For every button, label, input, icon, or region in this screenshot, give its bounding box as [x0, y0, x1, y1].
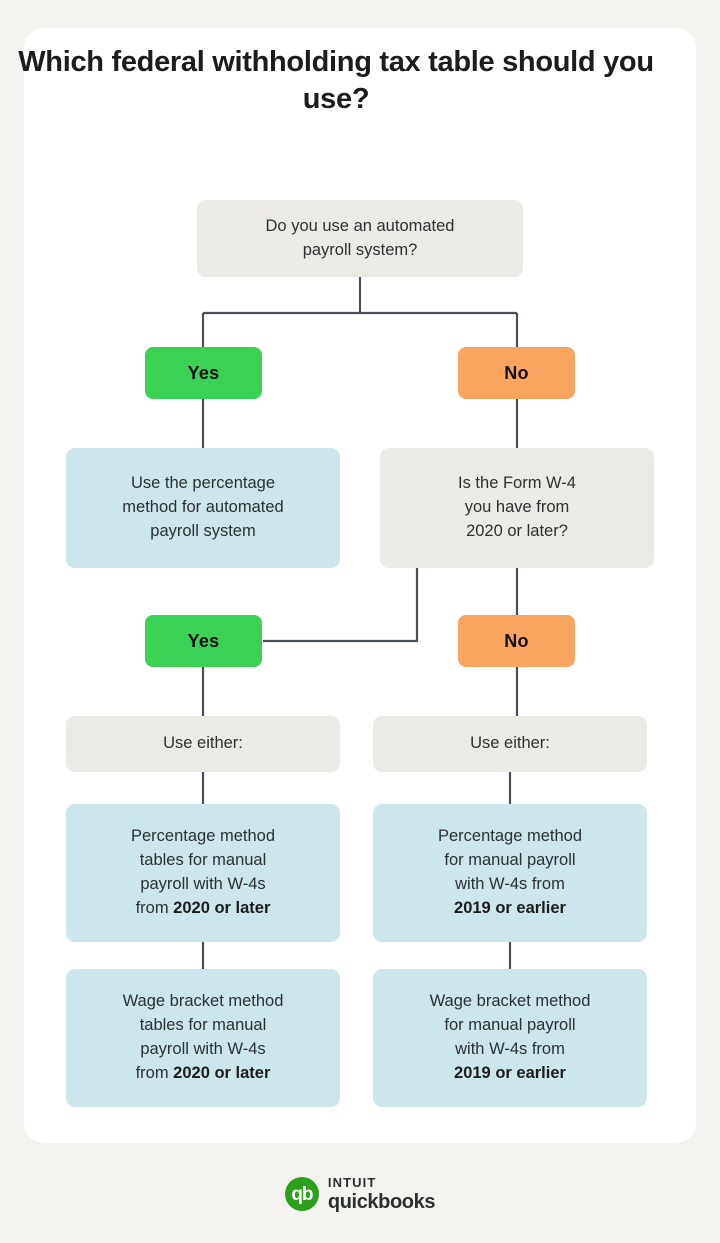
label-no-automated-payroll: No — [458, 347, 575, 399]
either-right-text: Use either: — [470, 734, 550, 753]
node-question-w4-year: Is the Form W-4 you have from 2020 or la… — [380, 448, 654, 568]
q1-line-2: payroll system? — [302, 240, 418, 259]
quickbooks-logo-icon: qb — [284, 1177, 319, 1211]
r3-line-2: tables for manual — [139, 1016, 267, 1035]
brand-wordmark: INTUIT quickbooks — [327, 1175, 436, 1213]
node-result-percentage-automated: Use the percentage method for automated … — [66, 448, 340, 568]
r3-line-3: payroll with W-4s — [140, 1040, 266, 1058]
r3-line-1: Wage bracket method — [122, 992, 284, 1011]
r4-line-4: 2019 or earlier — [438, 897, 582, 921]
node-result-percentage-2019: Percentage method for manual payroll wit… — [373, 804, 647, 942]
r5-line-4: 2019 or earlier — [430, 1062, 591, 1086]
label-no-w4-year: No — [458, 615, 575, 667]
node-result-wage-bracket-tables-2020: Wage bracket method tables for manual pa… — [66, 969, 340, 1107]
r4-line-1: Percentage method — [437, 827, 582, 846]
no2-text: No — [504, 630, 529, 651]
r2-line-1: Percentage method — [130, 827, 275, 846]
yes2-text: Yes — [187, 630, 220, 651]
qb-mark-text: qb — [291, 1183, 313, 1205]
r4-line-3: with W-4s from — [455, 875, 565, 893]
r1-line-3: payroll system — [150, 521, 256, 540]
r2-line-2: tables for manual — [139, 851, 267, 870]
r3-line-4-prefix: from — [135, 1063, 174, 1082]
node-use-either-right: Use either: — [373, 716, 647, 772]
q2-line-1: Is the Form W-4 — [458, 474, 576, 493]
intuit-wordmark: INTUIT — [327, 1175, 377, 1190]
r2-line-3: payroll with W-4s — [140, 875, 266, 893]
r5-line-3: with W-4s from — [455, 1040, 565, 1058]
yes1-text: Yes — [187, 362, 220, 383]
r1-line-1: Use the percentage — [130, 474, 275, 493]
page-title: Which federal withholding tax table shou… — [18, 46, 654, 116]
no1-text: No — [504, 362, 529, 383]
r5-line-4-emphasis: 2019 or earlier — [454, 1063, 566, 1082]
q2-line-3: 2020 or later? — [466, 521, 568, 540]
node-question-automated-payroll: Do you use an automated payroll system? — [197, 200, 523, 277]
r2-line-4: from 2020 or later — [131, 897, 275, 921]
r1-line-2: method for automated — [122, 498, 284, 517]
label-yes-w4-year: Yes — [145, 615, 262, 667]
q1-line-1: Do you use an automated — [265, 216, 455, 235]
r3-line-4: from 2020 or later — [123, 1062, 284, 1086]
q2-line-2: you have from — [464, 498, 570, 517]
r4-line-4-emphasis: 2019 or earlier — [454, 898, 566, 917]
r5-line-1: Wage bracket method — [429, 992, 591, 1011]
r2-line-4-emphasis: 2020 or later — [173, 898, 271, 917]
label-yes-automated-payroll: Yes — [145, 347, 262, 399]
node-result-wage-bracket-2019: Wage bracket method for manual payroll w… — [373, 969, 647, 1107]
node-result-percentage-tables-2020: Percentage method tables for manual payr… — [66, 804, 340, 942]
r5-line-2: for manual payroll — [444, 1016, 576, 1035]
r3-line-4-emphasis: 2020 or later — [173, 1063, 271, 1082]
quickbooks-wordmark: quickbooks — [327, 1191, 436, 1213]
either-left-text: Use either: — [163, 734, 243, 753]
r4-line-2: for manual payroll — [444, 851, 576, 870]
node-use-either-left: Use either: — [66, 716, 340, 772]
brand-footer: qb INTUIT quickbooks — [0, 1176, 720, 1212]
r2-line-4-prefix: from — [135, 898, 174, 917]
